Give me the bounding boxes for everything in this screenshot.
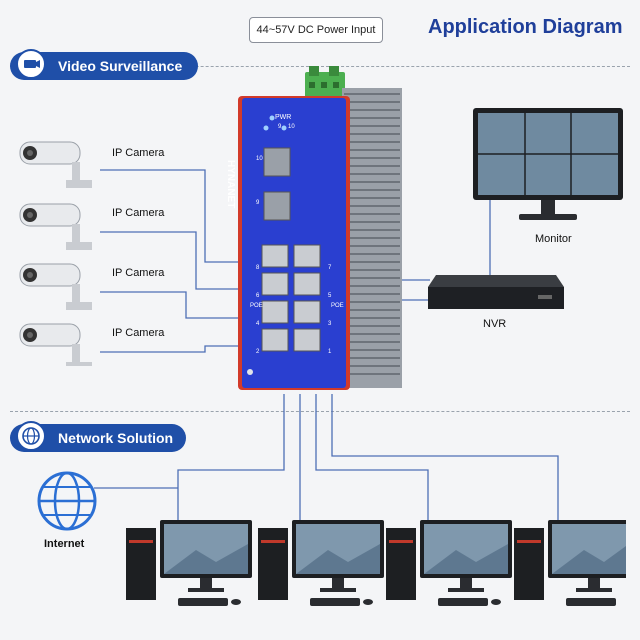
power-connector — [305, 66, 345, 98]
port-number: 2 — [256, 349, 260, 355]
globe-icon — [16, 421, 46, 451]
nvr-label: NVR — [483, 318, 507, 330]
camera-icon — [19, 323, 92, 366]
network-solution-label: Network Solution — [58, 430, 174, 446]
nvr-icon — [428, 275, 564, 309]
poe-label-left: POE — [250, 303, 263, 309]
led-label-9: 9 — [278, 124, 282, 130]
video-surveillance-label: Video Surveillance — [58, 58, 183, 74]
camera-label: IP Camera — [112, 327, 165, 339]
network-solution-pill: Network Solution — [10, 421, 186, 452]
brand-label: HYNANET — [225, 160, 236, 209]
port-number: 4 — [256, 321, 260, 327]
sfp-port-9 — [263, 191, 291, 221]
computer-icon — [386, 520, 512, 606]
sfp-port-10 — [263, 147, 291, 177]
camera-icon — [19, 203, 92, 250]
video-surveillance-pill: Video Surveillance — [10, 49, 198, 80]
camera-icon — [16, 49, 46, 79]
camera-label: IP Camera — [112, 147, 165, 159]
port-number: 3 — [328, 321, 332, 327]
power-input-label: 44~57V DC Power Input — [249, 17, 383, 43]
computer-group — [126, 520, 626, 606]
port-number: 1 — [328, 349, 332, 355]
camera-group — [19, 141, 92, 366]
computer-icon — [258, 520, 384, 606]
heatsink — [342, 88, 402, 388]
left-port-numbers: 8 6 4 2 — [256, 254, 259, 366]
camera-links — [100, 169, 262, 353]
camera-icon — [19, 141, 92, 188]
computer-icon — [126, 520, 252, 606]
page-title: Application Diagram — [428, 16, 623, 38]
internet-globe-icon — [37, 471, 97, 531]
divider-bottom — [10, 411, 630, 412]
port-number: 7 — [328, 265, 332, 271]
computer-icon — [514, 520, 626, 606]
internet-label: Internet — [44, 538, 85, 550]
port-number: 5 — [328, 293, 332, 299]
port-number: 8 — [256, 265, 260, 271]
sfp-label-10: 10 — [256, 156, 263, 162]
camera-icon — [19, 263, 92, 310]
pwr-label: PWR — [275, 114, 292, 121]
camera-label: IP Camera — [112, 207, 165, 219]
camera-label: IP Camera — [112, 267, 165, 279]
port-number: 6 — [256, 293, 260, 299]
poe-switch — [238, 88, 402, 390]
computer-links — [177, 394, 559, 522]
right-port-numbers: 7 5 3 1 — [328, 254, 331, 366]
monitor-icon — [473, 108, 623, 220]
monitor-label: Monitor — [535, 233, 572, 245]
led-label-10: 10 — [288, 124, 295, 130]
poe-label-right: POE — [331, 303, 344, 309]
rj45-ports — [261, 244, 321, 352]
sfp-label-9: 9 — [256, 200, 260, 206]
